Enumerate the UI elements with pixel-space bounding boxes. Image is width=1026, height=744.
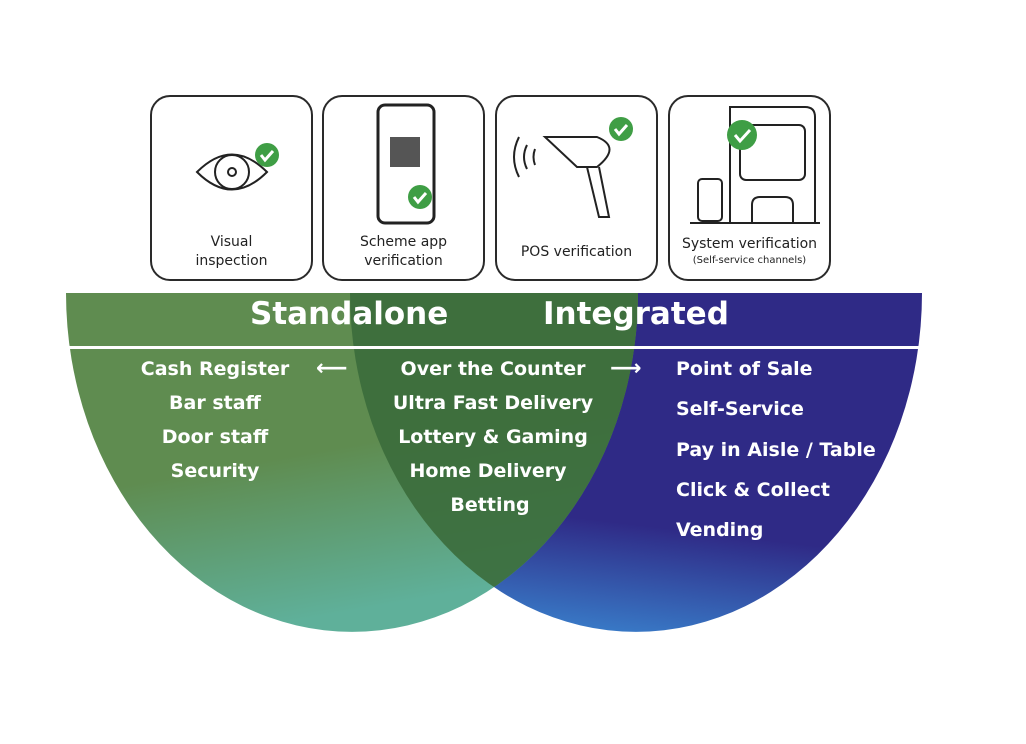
integrated-item: Pay in Aisle / Table [676,439,876,461]
method-label: inspection [195,253,268,269]
integrated-item: Point of Sale [676,358,813,380]
integrated-item: Self-Service [676,398,804,420]
integrated-header: Integrated [543,296,729,332]
barcode-scanner-check-icon [513,117,633,218]
standalone-item: Cash Register [140,358,290,380]
method-scheme-app: Scheme app verification [322,95,485,281]
overlap-item: Home Delivery [409,460,567,482]
method-label: POS verification [520,244,633,260]
method-sublabel: (Self-service channels) [692,255,807,266]
overlap-item: Lottery & Gaming [398,426,588,448]
method-visual-inspection: Visual inspection [150,95,313,281]
phone-qr-check-icon [376,103,436,225]
arrow-left-icon: ⟵ [316,356,348,381]
standalone-item: Door staff [161,426,269,448]
overlap-item: Over the Counter [400,358,586,380]
method-label: verification [364,253,443,269]
standalone-header: Standalone [250,296,449,332]
self-checkout-kiosk-icon [690,106,820,224]
eye-check-icon [195,143,279,191]
method-pos-verification: POS verification [495,95,658,281]
method-label: System verification [681,236,818,252]
integrated-item: Click & Collect [676,479,830,501]
integrated-item: Vending [676,519,764,541]
method-system-verification: System verification (Self-service channel… [668,95,831,281]
header-divider [66,346,922,349]
method-label: Scheme app [359,234,448,250]
overlap-item: Ultra Fast Delivery [392,392,594,414]
standalone-item: Bar staff [169,392,261,414]
arrow-right-icon: ⟶ [610,356,642,381]
overlap-item: Betting [450,494,530,516]
method-label: Visual [210,234,253,250]
standalone-item: Security [170,460,260,482]
